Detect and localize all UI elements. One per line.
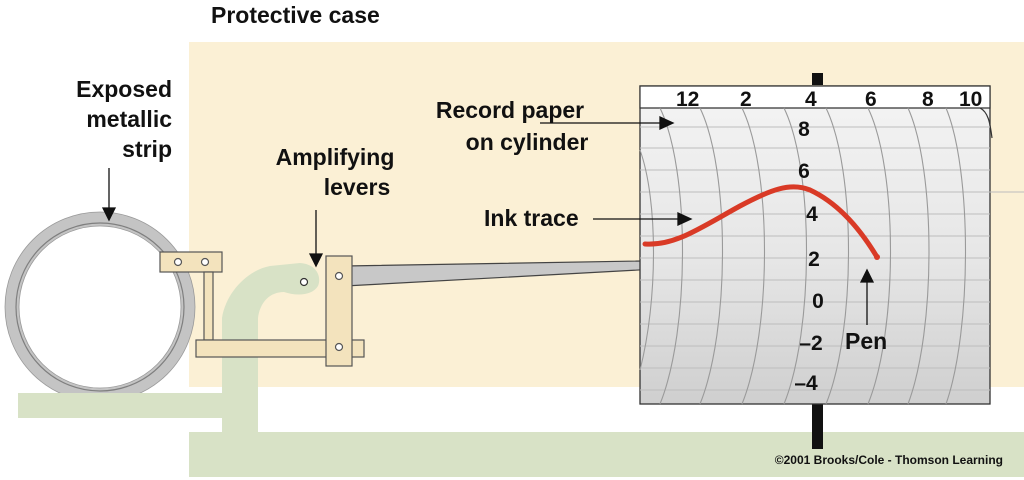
scale-tick-minus4: –4 (794, 372, 818, 395)
base-strip (18, 393, 193, 418)
instrument-base (18, 263, 1024, 477)
pen-tip (874, 254, 880, 260)
strip-label-line3: strip (122, 136, 172, 162)
scale-tick-2: 2 (808, 248, 820, 271)
amplifying-lever (325, 255, 353, 367)
lever-pivot (299, 277, 309, 287)
levers-arrow (308, 210, 324, 268)
strip-mount (159, 251, 223, 341)
strip-label-line1: Exposed (76, 76, 172, 102)
time-tick-10: 10 (959, 88, 982, 111)
protective-case-label: Protective case (211, 2, 380, 28)
scale-tick-6: 6 (798, 160, 810, 183)
scale-tick-minus2: –2 (799, 332, 822, 355)
paper-label-line2: on cylinder (466, 129, 589, 155)
record-paper (639, 85, 1024, 405)
metallic-strip (4, 211, 196, 403)
strip-arrow (101, 168, 117, 222)
copyright-text: ©2001 Brooks/Cole - Thomson Learning (775, 453, 1003, 467)
drum-shaft-bottom (812, 404, 823, 449)
levers-label-line2: levers (324, 174, 391, 200)
strip-label-line2: metallic (86, 106, 172, 132)
ink-trace-line (642, 184, 880, 260)
paper-arrow (540, 115, 675, 131)
scale-tick-4: 4 (806, 203, 818, 226)
ink-trace-arrow (593, 211, 693, 227)
connecting-bar (195, 339, 365, 358)
scale-tick-0: 0 (812, 290, 824, 313)
pen-label: Pen (845, 328, 887, 354)
levers-label-line1: Amplifying (276, 144, 395, 170)
paper-label-line1: Record paper (436, 97, 584, 123)
time-tick-8: 8 (922, 88, 934, 111)
scale-tick-8: 8 (798, 118, 810, 141)
pen-arrow (859, 268, 875, 325)
drum-shaft-top (812, 73, 823, 85)
time-tick-6: 6 (865, 88, 877, 111)
time-tick-12: 12 (676, 88, 699, 111)
time-tick-2: 2 (740, 88, 752, 111)
time-tick-4: 4 (805, 88, 817, 111)
ink-trace-label: Ink trace (484, 205, 579, 231)
